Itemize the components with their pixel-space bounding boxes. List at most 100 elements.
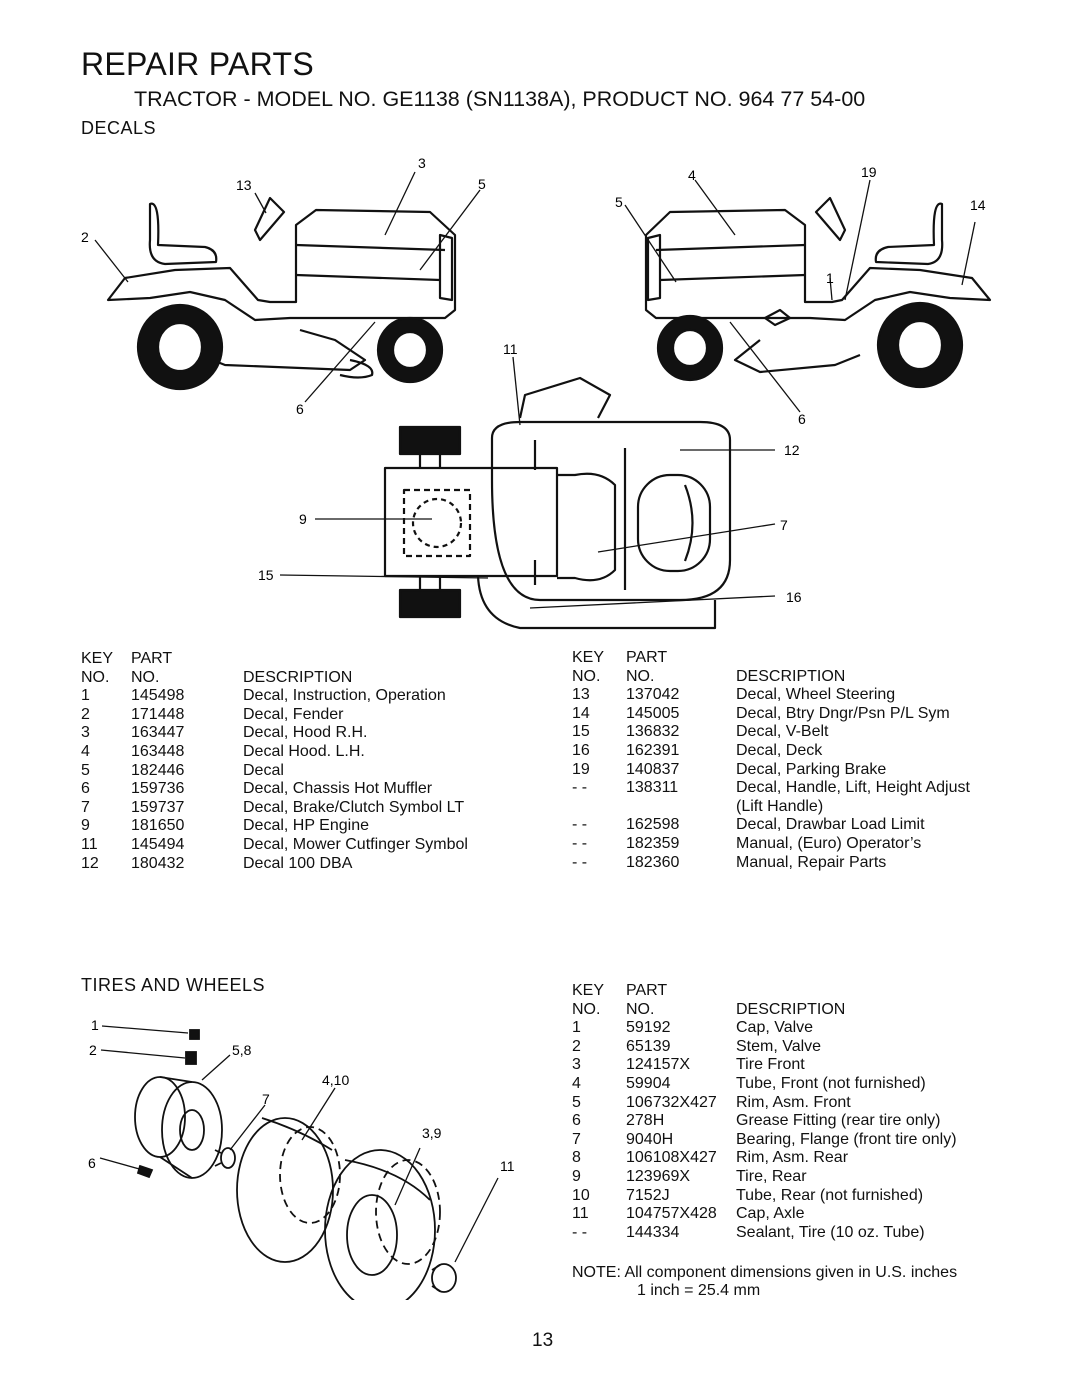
key-cell: 11 [81, 835, 98, 853]
key-cell [572, 798, 626, 817]
decals-heading: DECALS [81, 118, 157, 138]
tire-callout-1: 1 [91, 1017, 99, 1033]
col-description: DESCRIPTION [736, 667, 846, 685]
col-part: PART [131, 650, 173, 667]
decals-diagram: 13 3 5 2 6 4 5 19 14 1 11 6 12 9 7 15 16 [81, 155, 992, 630]
description-cell: Decal, Deck [736, 741, 823, 759]
part-number-cell: 145005 [626, 704, 680, 722]
part-number-cell: 106108X427 [626, 1149, 717, 1167]
description-cell: Decal, Wheel Steering [736, 686, 896, 704]
note-line-2: 1 inch = 25.4 mm [637, 1282, 761, 1299]
key-cell: 4 [572, 1074, 581, 1092]
key-cell: 15 [572, 723, 590, 741]
callout-6: 6 [296, 401, 304, 417]
description-cell: Decal, Parking Brake [736, 760, 887, 778]
part-number-cell: 163447 [131, 724, 185, 742]
table-header-row: KEY PART [81, 650, 533, 669]
key-cell: 9 [81, 817, 90, 835]
part-number-cell: 140837 [626, 760, 680, 778]
key-cell: 11 [572, 1205, 589, 1223]
col-key: KEY [81, 650, 114, 667]
description-cell: Rim, Asm. Front [736, 1093, 851, 1111]
description-cell: Decal, HP Engine [243, 817, 369, 835]
key-cell: 5 [572, 1093, 581, 1111]
key-cell: 19 [572, 760, 590, 778]
key-cell: 1 [572, 1019, 581, 1037]
table-row: 16 162391 Decal, Deck [572, 742, 1006, 761]
col-no: NO. [81, 668, 110, 686]
description-cell: Cap, Valve [736, 1019, 814, 1037]
col-description: DESCRIPTION [243, 668, 353, 686]
col-no2: NO. [626, 1000, 655, 1018]
description-cell: Decal, Instruction, Operation [243, 687, 446, 705]
tires-diagram: 1 2 5,8 4,10 7 3,9 6 11 [88, 1017, 515, 1300]
callout-15: 15 [258, 567, 274, 583]
key-cell: 16 [572, 741, 590, 759]
col-part: PART [626, 649, 668, 666]
col-no: NO. [572, 1000, 601, 1018]
table-header-row: KEY PART [572, 649, 1006, 668]
key-cell: 9 [572, 1167, 581, 1185]
part-number-cell: 159737 [131, 798, 185, 816]
description-cell: Tube, Rear (not furnished) [736, 1186, 924, 1204]
part-number-cell: 9040H [626, 1130, 674, 1148]
page-number: 13 [532, 1330, 554, 1351]
table-row: 19 140837 Decal, Parking Brake [572, 761, 1006, 780]
description-cell: Decal [243, 761, 284, 779]
col-key: KEY [572, 649, 605, 666]
description-cell: Decal, Handle, Lift, Height Adjust [736, 779, 970, 797]
description-cell: Decal, Hood R.H. [243, 724, 368, 742]
col-key: KEY [572, 982, 605, 999]
part-number-cell: 181650 [131, 817, 185, 835]
part-number-cell [626, 798, 736, 817]
description-cell: Decal, Btry Dngr/Psn P/L Sym [736, 704, 950, 722]
callout-14: 14 [970, 197, 986, 213]
col-no2: NO. [626, 667, 655, 685]
part-number-cell: 182360 [626, 853, 680, 871]
callout-4: 4 [688, 167, 696, 183]
part-number-cell: 180432 [131, 854, 185, 872]
col-no: NO. [572, 667, 601, 685]
part-number-cell: 182446 [131, 761, 185, 779]
key-cell: 12 [81, 854, 99, 872]
part-number-cell: 278H [626, 1112, 665, 1130]
part-number-cell: 138311 [626, 779, 679, 797]
table-row: (Lift Handle) [572, 798, 1006, 817]
key-cell: - - [572, 816, 588, 834]
description-cell: Decal, Mower Cutfinger Symbol [243, 835, 468, 853]
part-number-cell: 162391 [626, 741, 680, 759]
key-cell: - - [572, 834, 588, 852]
tire-callout-4-10: 4,10 [322, 1072, 349, 1088]
table-header-row: NO. NO. DESCRIPTION [572, 668, 1006, 687]
part-number-cell: 7152J [626, 1186, 670, 1204]
callout-1: 1 [826, 270, 834, 286]
description-cell: Cap, Axle [736, 1205, 805, 1223]
tire-callout-11: 11 [500, 1158, 515, 1174]
col-no2: NO. [131, 668, 160, 686]
key-cell: 6 [81, 780, 90, 798]
part-number-cell: 144334 [626, 1223, 680, 1241]
callout-9: 9 [299, 511, 307, 527]
key-cell: 2 [572, 1037, 581, 1055]
col-part: PART [626, 982, 668, 999]
